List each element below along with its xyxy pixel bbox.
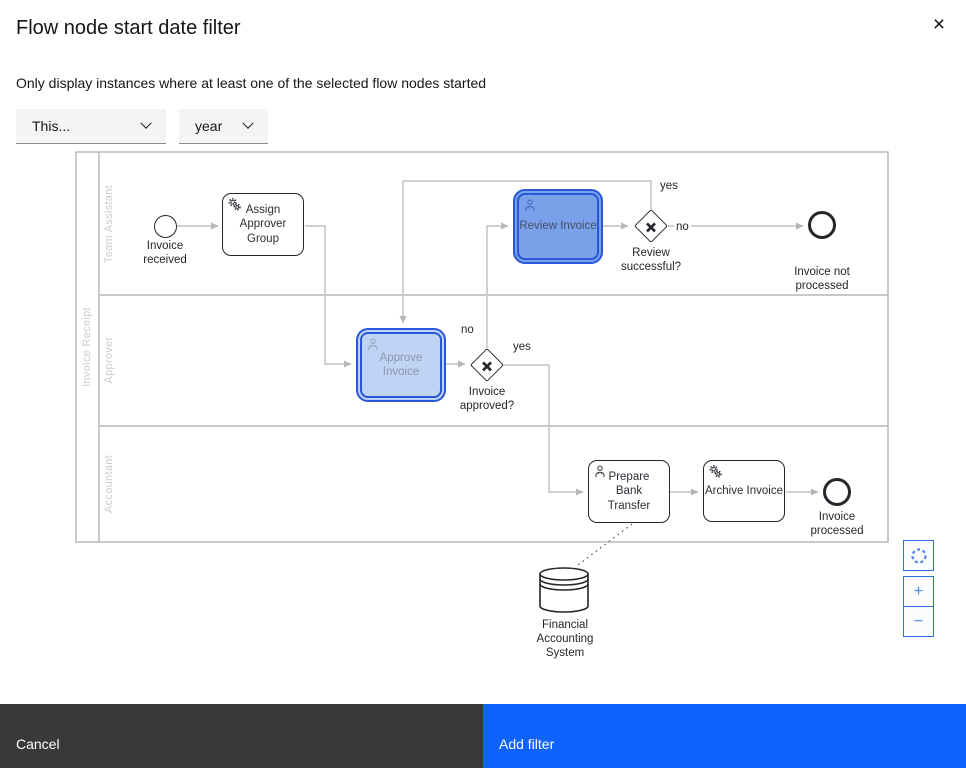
user-task-icon	[366, 337, 380, 351]
task-approve-invoice[interactable]: Approve Invoice	[356, 328, 446, 402]
task-label: Prepare Bank Transfer	[607, 471, 651, 512]
lane-label-team-assistant: Team Assistant	[103, 184, 115, 264]
add-filter-button[interactable]: Add filter	[483, 704, 966, 768]
end-event-label: Invoice processed	[810, 511, 864, 538]
task-archive-invoice[interactable]: Archive Invoice	[703, 460, 785, 522]
flow-label-review-no: no	[674, 220, 691, 234]
chevron-down-icon	[140, 117, 152, 129]
datastore-label: Financial Accounting System	[536, 619, 594, 660]
task-label: Approve Invoice	[379, 351, 423, 378]
task-body: Review Invoice	[517, 193, 599, 260]
dialog-footer: Cancel Add filter	[0, 704, 966, 768]
task-label: Assign Approver Group	[239, 204, 287, 245]
gateway-label: Review successful?	[620, 247, 682, 274]
service-task-icon	[227, 197, 242, 212]
task-label: Archive Invoice	[705, 484, 783, 497]
sequence-flows	[75, 151, 889, 566]
gateway-label: Invoice approved?	[459, 386, 515, 413]
task-body: Approve Invoice	[360, 332, 442, 398]
lane-label-approver: Approver	[103, 336, 115, 384]
start-event-invoice-received[interactable]	[154, 215, 177, 238]
task-prepare-bank-transfer[interactable]: Prepare Bank Transfer	[588, 460, 670, 523]
flow-label-approved-yes: yes	[511, 340, 533, 354]
start-event-label: Invoice received	[143, 240, 187, 267]
zoom-in-button[interactable]: +	[903, 576, 934, 607]
end-event-label: Invoice not processed	[794, 266, 850, 293]
service-task-icon	[708, 464, 723, 479]
unit-dropdown[interactable]: year	[179, 109, 268, 144]
gateway-review-successful[interactable]	[634, 209, 668, 243]
zoom-out-button[interactable]: −	[903, 606, 934, 637]
period-dropdown-value: This...	[32, 118, 71, 134]
close-icon: ×	[932, 13, 946, 36]
cancel-button[interactable]: Cancel	[0, 704, 483, 768]
zoom-reset-button[interactable]	[903, 540, 934, 571]
task-review-invoice[interactable]: Review Invoice	[513, 189, 603, 264]
period-dropdown[interactable]: This...	[16, 109, 166, 144]
datastore-financial-accounting-system[interactable]	[538, 566, 590, 614]
end-event-invoice-not-processed[interactable]	[808, 211, 836, 239]
task-label: Review Invoice	[519, 220, 597, 233]
gateway-invoice-approved[interactable]	[470, 348, 504, 382]
end-event-invoice-processed[interactable]	[823, 478, 851, 506]
user-task-icon	[523, 198, 537, 212]
datastore-icon	[539, 567, 589, 613]
lane-label-accountant: Accountant	[103, 454, 115, 514]
bpmn-diagram-canvas[interactable]: Invoice Receipt Team Assistant Approver …	[0, 150, 966, 670]
flow-label-review-yes: yes	[658, 179, 680, 193]
chevron-down-icon	[242, 117, 254, 129]
reset-viewport-icon	[910, 547, 927, 564]
dialog-description: Only display instances where at least on…	[16, 75, 487, 91]
flow-label-approved-no: no	[459, 323, 476, 337]
xor-gateway-icon	[646, 222, 656, 233]
dialog-title: Flow node start date filter	[16, 17, 241, 39]
unit-dropdown-value: year	[195, 118, 223, 134]
close-button[interactable]: ×	[922, 8, 956, 42]
xor-gateway-icon	[482, 361, 492, 372]
user-task-icon	[593, 464, 607, 478]
pool-label: Invoice Receipt	[81, 307, 93, 387]
task-assign-approver-group[interactable]: Assign Approver Group	[222, 193, 304, 256]
